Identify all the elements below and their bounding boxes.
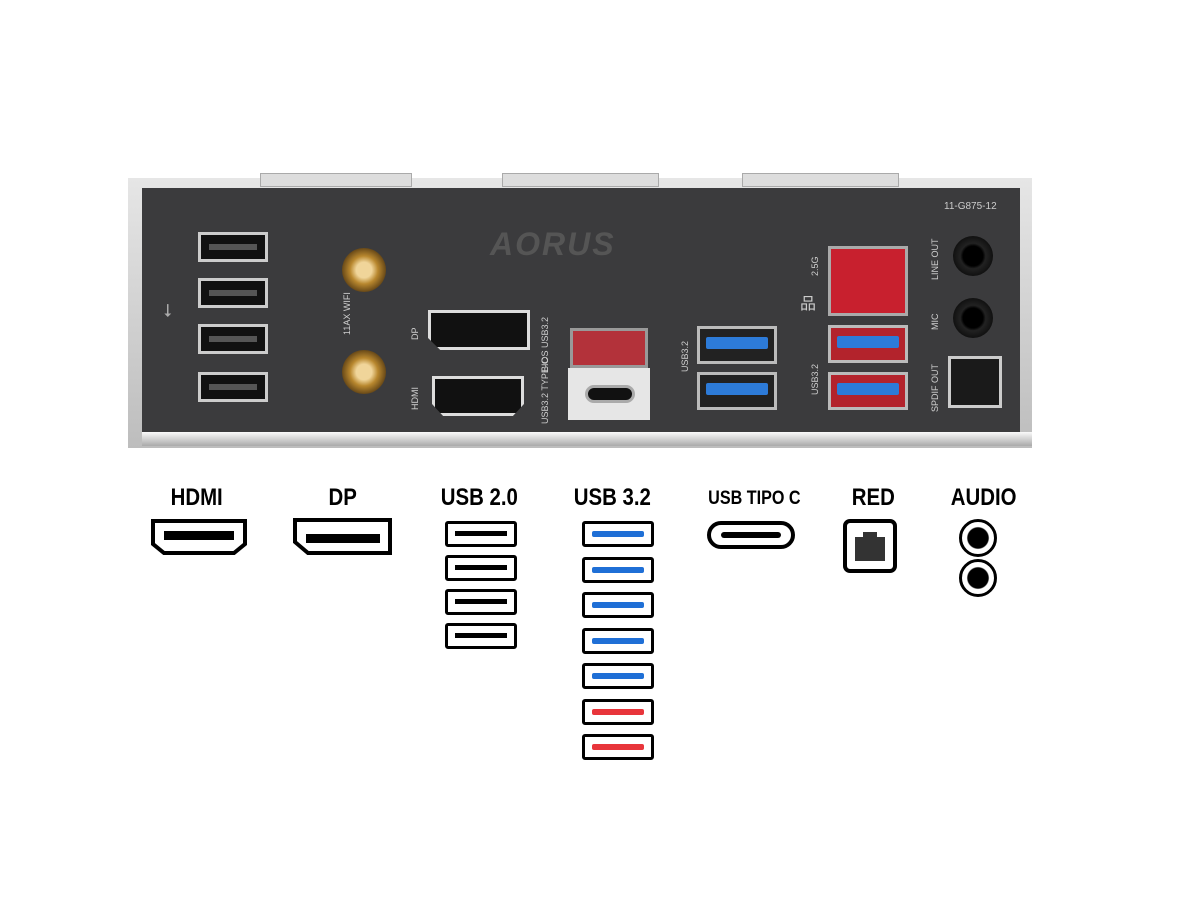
network-icon: 品 [800, 296, 817, 313]
displayport-icon [293, 518, 392, 555]
wifi-antenna-connector [342, 350, 386, 394]
usb32-icon [582, 627, 654, 654]
part-number: 11-G875-12 [944, 201, 997, 212]
hdmi-label: HDMI [410, 387, 420, 410]
usb32-color-bar [592, 673, 644, 679]
mic-jack [953, 298, 993, 338]
usb20-icon [445, 521, 517, 547]
usb32-icon [582, 663, 654, 689]
typec-label: USB3.2 TYPE-C [540, 357, 550, 424]
usb32-port [828, 372, 908, 410]
usb-typec-icon [707, 521, 795, 549]
usb32-color-bar [592, 708, 644, 715]
usb20-icon [445, 555, 517, 581]
usb32-label: USB3.2 [810, 363, 820, 395]
usb32-icon [582, 521, 654, 547]
usb32-port [697, 326, 777, 364]
usb32-icon [582, 698, 654, 725]
ethernet-icon [843, 519, 897, 573]
usb-symbol-icon: ⭠ [156, 303, 177, 318]
usb32-color-bar [592, 744, 644, 750]
usb-typec-port [585, 385, 635, 403]
hdmi-icon [151, 519, 247, 555]
legend-dp-label: DP [328, 484, 357, 511]
spdif-label: SPDIF OUT [930, 363, 940, 412]
legend-audio-label: AUDIO [950, 484, 1017, 511]
shield-tab [742, 173, 899, 187]
ethernet-port [828, 246, 908, 316]
usb20-port [198, 324, 268, 354]
bios-flashback-usb-port [570, 328, 648, 368]
legend-usb32-label: USB 3.2 [573, 484, 651, 511]
shield-tab [502, 173, 659, 187]
usb20-icon [445, 589, 517, 615]
spdif-optical-port [948, 356, 1002, 408]
usb32-port [697, 372, 777, 410]
usb32-color-bar [592, 531, 644, 537]
legend-hdmi-label: HDMI [170, 484, 223, 511]
usb32-label: USB3.2 [680, 340, 690, 372]
usb32-color-bar [592, 602, 644, 608]
usb32-port [828, 325, 908, 363]
usb32-color-bar [592, 566, 644, 573]
usb32-icon [582, 556, 654, 583]
usb20-port [198, 232, 268, 262]
mic-label: MIC [930, 313, 940, 331]
usb20-icon [445, 623, 517, 649]
legend-red-label: RED [851, 484, 895, 511]
usb32-color-bar [592, 637, 644, 644]
legend-usbc-label: USB TIPO C [708, 488, 801, 509]
shield-tab [260, 173, 412, 187]
hdmi-port [432, 376, 524, 416]
audio-jack-icon [959, 559, 997, 597]
legend-usb20-label: USB 2.0 [440, 484, 518, 511]
wifi-label: 11AX WIFI [342, 292, 352, 335]
wifi-antenna-connector [342, 248, 386, 292]
dp-label: DP [410, 327, 420, 340]
displayport-port [428, 310, 530, 350]
usb20-port [198, 278, 268, 308]
line-out-jack [953, 236, 993, 276]
usb32-icon [582, 734, 654, 760]
line-out-label: LINE OUT [930, 238, 940, 280]
usb32-icon [582, 592, 654, 618]
io-shield-lip [142, 432, 1032, 446]
brand-logo: AORUS [490, 226, 616, 262]
usb20-port [198, 372, 268, 402]
lan-speed-label: 2.5G [810, 256, 820, 276]
audio-jack-icon [959, 519, 997, 557]
